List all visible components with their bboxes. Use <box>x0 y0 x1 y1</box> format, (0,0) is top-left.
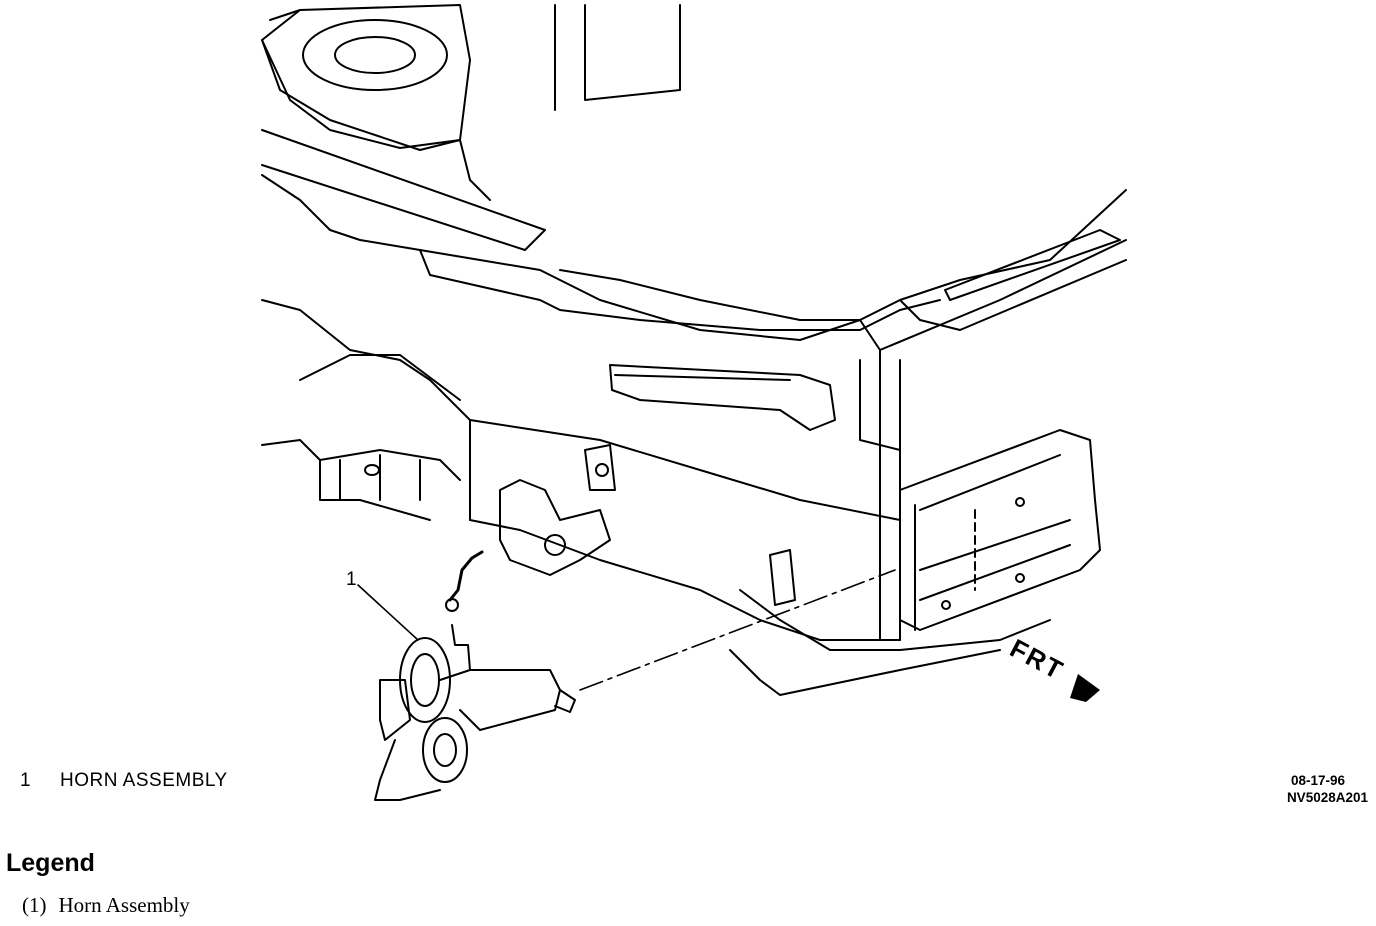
bumper-bracket <box>899 429 1101 631</box>
mount-bracket <box>499 444 616 576</box>
callout-number: 1 <box>346 569 357 590</box>
figure-code: NV5028A201 <box>1287 790 1369 805</box>
legend-title: Legend <box>6 849 95 877</box>
radiator-support <box>559 189 1127 641</box>
legend-item-label: Horn Assembly <box>58 893 190 917</box>
mounting-line <box>579 569 896 691</box>
lower-chassis <box>261 299 901 641</box>
lower-control-arm <box>729 549 1051 696</box>
legend-item-number: (1) <box>22 893 47 917</box>
caption-text: HORN ASSEMBLY <box>60 770 228 791</box>
front-direction-arrow: FRT <box>1005 633 1100 702</box>
legend-item: (1) Horn Assembly <box>22 893 202 918</box>
callout-leader <box>357 584 419 641</box>
window-lines <box>554 4 681 111</box>
caption-number: 1 <box>20 770 31 791</box>
air-duct <box>609 364 836 431</box>
date-code: 08-17-96 <box>1291 773 1346 788</box>
direction-label: FRT <box>1005 633 1069 686</box>
horn-assembly-drawing <box>374 550 576 801</box>
upper-frame-rail <box>261 129 941 341</box>
strut-tower <box>261 4 491 201</box>
